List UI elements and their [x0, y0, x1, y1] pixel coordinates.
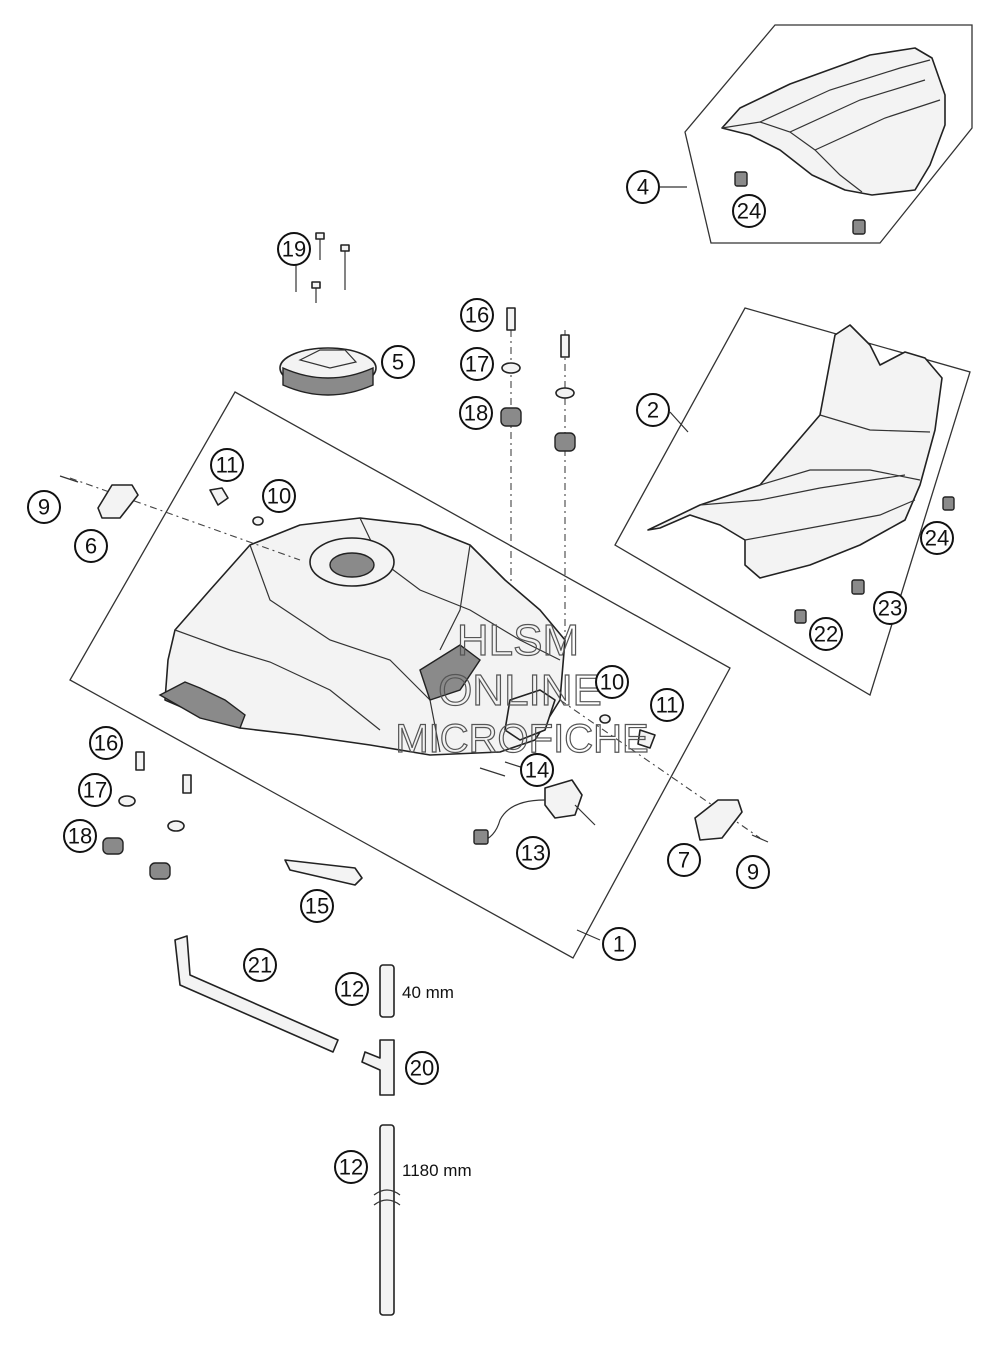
callout-15: 15	[300, 889, 334, 923]
hose-12-short-part	[379, 964, 395, 1018]
svg-text:17: 17	[83, 778, 107, 803]
axis-line-right	[559, 699, 761, 839]
callout-11-right: 11	[650, 688, 684, 722]
svg-text:10: 10	[600, 670, 624, 695]
trim-strip-part	[284, 859, 363, 886]
dimension-1180mm: 1180 mm	[402, 1161, 472, 1180]
svg-text:11: 11	[656, 693, 679, 718]
screw-9-left	[59, 475, 79, 483]
washer-10-left	[252, 516, 264, 526]
callout-12-short: 12	[335, 972, 369, 1006]
rider-seat-part	[647, 324, 955, 624]
svg-text:10: 10	[267, 484, 291, 509]
left-mount-hardware	[102, 751, 192, 880]
svg-text:13: 13	[521, 841, 545, 866]
fitting-11-right	[637, 729, 656, 749]
callout-5: 5	[381, 345, 415, 379]
svg-text:16: 16	[94, 731, 118, 756]
svg-text:18: 18	[68, 824, 92, 849]
screw-9-right	[751, 834, 769, 843]
fitting-11-left	[209, 487, 229, 506]
fuel-cap-part	[279, 347, 377, 396]
t-connector-20-part	[361, 1039, 395, 1096]
svg-text:17: 17	[465, 352, 489, 377]
pillion-seat-part	[721, 47, 946, 235]
callout-17-left: 17	[78, 773, 112, 807]
callout-16-left: 16	[89, 726, 123, 760]
svg-text:16: 16	[465, 303, 489, 328]
svg-text:24: 24	[925, 526, 949, 551]
tank-group-box	[69, 391, 731, 959]
svg-text:12: 12	[340, 977, 364, 1002]
fuel-sensor-part	[473, 761, 596, 845]
svg-text:1: 1	[613, 932, 625, 957]
svg-text:2: 2	[647, 398, 659, 423]
svg-text:22: 22	[814, 622, 838, 647]
pillion-seat-group-box	[684, 24, 973, 244]
leader-1	[576, 929, 601, 941]
callout-6: 6	[74, 529, 108, 563]
rider-seat-group-box	[614, 307, 971, 696]
svg-text:23: 23	[878, 596, 902, 621]
callout-24-pillion: 24	[732, 194, 766, 228]
callout-14: 14	[520, 753, 554, 787]
callout-1: 1	[602, 927, 636, 961]
callout-22: 22	[809, 617, 843, 651]
svg-text:19: 19	[282, 237, 306, 262]
svg-text:11: 11	[216, 453, 239, 478]
callout-20: 20	[405, 1051, 439, 1085]
svg-text:5: 5	[392, 350, 404, 375]
callout-10-left: 10	[262, 479, 296, 513]
callout-18-center: 18	[459, 396, 493, 430]
center-mount-hardware	[500, 307, 576, 640]
svg-text:6: 6	[85, 534, 97, 559]
left-bracket-part	[97, 484, 139, 519]
svg-text:14: 14	[525, 758, 549, 783]
hose-12-long-part	[379, 1124, 395, 1316]
watermark-line-2: ONLINE	[438, 666, 602, 715]
callout-21: 21	[243, 948, 277, 982]
callout-18-left: 18	[63, 819, 97, 853]
svg-text:12: 12	[339, 1155, 363, 1180]
callout-13: 13	[516, 836, 550, 870]
hose-21-part	[174, 935, 339, 1053]
callout-4: 4	[626, 170, 660, 204]
watermark-line-1: HLSM	[457, 616, 579, 665]
right-bracket-part	[694, 799, 743, 841]
washer-10-right	[599, 714, 611, 724]
svg-text:9: 9	[747, 860, 759, 885]
callout-19: 19	[277, 232, 311, 266]
callout-11-left: 11	[210, 448, 244, 482]
callout-10-right: 10	[595, 665, 629, 699]
svg-text:9: 9	[38, 495, 50, 520]
svg-text:4: 4	[637, 175, 649, 200]
callout-9-right: 9	[736, 855, 770, 889]
svg-text:21: 21	[248, 953, 272, 978]
dimension-40mm: 40 mm	[402, 983, 454, 1002]
callout-17-center: 17	[460, 347, 494, 381]
svg-text:24: 24	[737, 199, 761, 224]
leader-2	[669, 411, 689, 433]
watermark-line-3: MICROFICHE	[395, 717, 648, 761]
svg-text:18: 18	[464, 401, 488, 426]
callout-12-long: 12	[334, 1150, 368, 1184]
svg-text:15: 15	[305, 894, 329, 919]
callout-2: 2	[636, 393, 670, 427]
callout-23: 23	[873, 591, 907, 625]
callout-24-rider: 24	[920, 521, 954, 555]
hose-break-mark	[373, 1189, 401, 1206]
callout-16-center: 16	[460, 298, 494, 332]
fuel-tank-part	[158, 517, 566, 756]
svg-text:20: 20	[410, 1056, 434, 1081]
svg-text:7: 7	[678, 848, 690, 873]
callout-9-left: 9	[27, 490, 61, 524]
callout-7: 7	[667, 843, 701, 877]
